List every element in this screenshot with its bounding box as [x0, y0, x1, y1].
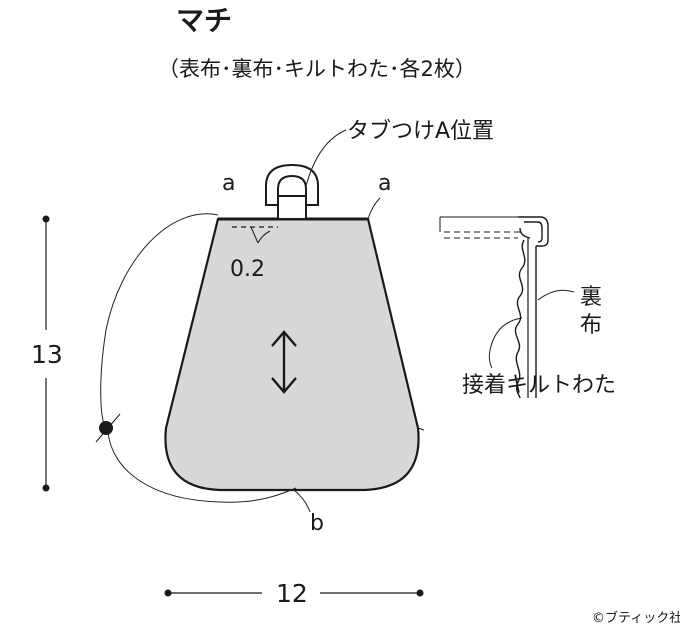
width-value: 12	[276, 579, 308, 608]
height-dimension	[42, 215, 50, 492]
width-dimension	[164, 589, 424, 597]
d-ring-tab-icon	[265, 163, 319, 220]
gusset-panel	[164, 217, 420, 492]
batting-leader	[488, 317, 523, 369]
corner-right-leader	[367, 197, 381, 220]
a-to-b-leader-bottom	[107, 431, 297, 503]
b-leader	[293, 489, 311, 513]
corner-a-right-label: a	[378, 171, 391, 196]
diagram-subtitle: （表布･裏布･キルトわた･各2枚）	[158, 57, 476, 81]
cross-section-detail	[439, 216, 549, 399]
seam-marker	[250, 226, 259, 244]
grain-arrow-icon	[271, 330, 297, 394]
copyright-text: ©ブティック社	[592, 610, 680, 626]
tab-position-label: タブつけA位置	[347, 119, 494, 144]
a-to-b-leader-top	[100, 213, 219, 429]
lining-label-2: 布	[580, 313, 602, 338]
seam-allowance-label: 0.2	[230, 257, 265, 282]
tab-leader	[305, 129, 347, 187]
lining-leader	[537, 289, 575, 301]
bottom-point-b-label: b	[310, 511, 324, 536]
corner-a-left-label: a	[222, 171, 235, 196]
seam-leader	[257, 230, 271, 244]
fusible-batting-label: 接着キルトわた	[462, 373, 616, 398]
diagram-title: マチ	[176, 4, 232, 37]
side-tick	[417, 427, 425, 431]
leader-point-dot	[99, 421, 113, 435]
leader-point-slash	[95, 413, 121, 443]
height-value: 13	[31, 340, 63, 369]
lining-label-1: 裏	[580, 285, 602, 310]
